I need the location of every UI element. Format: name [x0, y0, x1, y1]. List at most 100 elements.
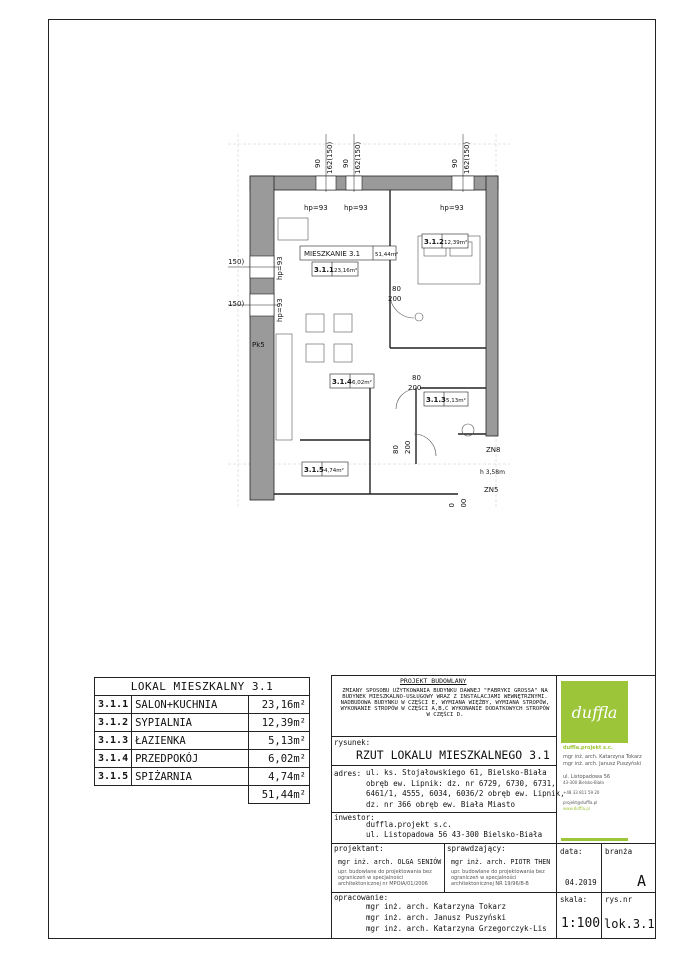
sheet-value: lok.3.1: [604, 917, 655, 931]
room-area: 5,13m²: [248, 731, 310, 750]
date-value: 04.2019: [565, 878, 597, 887]
door-dim-2-h: 200: [408, 384, 421, 392]
room-tag-3-1-2: 3.1.2 12,39m²: [421, 233, 469, 249]
project-head: PROJEKT BUDOWLANY: [400, 677, 467, 685]
zn8-label: ZN8: [486, 446, 501, 454]
drawing-label: rysunek:: [334, 738, 371, 747]
door-dim-1-h: 200: [388, 295, 401, 303]
brand-city: 43-300 Bielsko-Biała: [563, 780, 604, 785]
prepared-line: mgr inż. arch. Katarzyna Grzegorczyk-Lis: [366, 924, 547, 933]
room-area: 6,02m²: [248, 749, 310, 768]
room-area: 12,39m²: [248, 713, 310, 732]
room-name: ŁAZIENKA: [131, 731, 249, 750]
zn5-label: ZN5: [484, 486, 499, 494]
room-name: SPIŻARNIA: [131, 767, 249, 786]
address-lines: ul. ks. Stojałowskiego 61, Bielsko-Biała…: [366, 768, 565, 810]
sheet-cell: [601, 892, 656, 939]
door-dim-4-w: 90: [448, 503, 456, 508]
brand-accent-bar: [561, 838, 628, 841]
total-row: 51,44m²: [95, 785, 310, 804]
hp-label-4: hp=93: [276, 256, 284, 280]
address-line: obręb ew. Lipnik: dz. nr 6729, 6730, 673…: [366, 778, 556, 788]
door-dim-3-w: 80: [392, 445, 400, 454]
rooms-table-title: LOKAL MIESZKALNY 3.1: [94, 677, 310, 696]
room-number: 3.1.3: [93, 731, 133, 750]
total-area: 51,44m²: [248, 785, 310, 804]
room-tag-3-1-1: 3.1.1 23,16m²: [311, 261, 359, 277]
designer-name: mgr inż. arch. OLGA SENIÓW: [338, 858, 442, 866]
apartment-label: MIESZKANIE 3.1: [304, 250, 360, 258]
room-number: 3.1.5: [93, 767, 133, 786]
project-line: WYKONANIE STROPÓW W CZĘŚCI A,B,C WYKONAN…: [340, 706, 550, 712]
room-tag-area: 4,74m²: [324, 467, 344, 474]
address-line: 6461/1, 4555, 6034, 6036/2 obręb ew. Lip…: [366, 789, 565, 798]
door-dim-4-h: 200: [460, 499, 468, 508]
investor-lines: duffla.projekt s.c. ul. Listopadowa 56 4…: [366, 820, 542, 840]
project-line: W CZĘŚCI D.: [426, 712, 464, 718]
dim-top-2-a: 90: [342, 159, 350, 168]
checker-label: sprawdzający:: [447, 844, 506, 853]
investor-line: duffla.projekt s.c.: [366, 820, 452, 829]
dim-top-1-b: 162(150): [326, 142, 334, 174]
scale-label: skala:: [560, 895, 588, 904]
apartment-area: 51,44m²: [375, 251, 398, 258]
room-tag-area: 6,02m²: [352, 379, 372, 386]
logo-text: duffla: [571, 702, 618, 722]
room-number: 3.1.4: [93, 749, 133, 768]
brand-cell: [556, 675, 656, 844]
investor-line: ul. Listopadowa 56 43-300 Bielsko-Biała: [366, 830, 543, 839]
brand-web: www.duffla.pl: [563, 806, 591, 811]
room-area: 23,16m²: [248, 695, 310, 714]
room-tag-num: 3.1.1: [314, 266, 334, 274]
brand-partner-1: mgr inż. arch. Katarzyna Tokarz: [563, 754, 642, 760]
room-tag-area: 5,13m²: [446, 397, 466, 404]
branch-value: A: [637, 872, 647, 890]
branch-label: branża: [605, 847, 633, 856]
room-tag-3-1-4: 3.1.4 6,02m²: [329, 373, 375, 389]
designer-label: projektant:: [334, 844, 384, 853]
room-number: 3.1.2: [93, 713, 133, 732]
room-tag-area: 23,16m²: [334, 267, 357, 274]
brand-phone: +48 33 811 59 20: [563, 790, 600, 795]
room-name: SALON+KUCHNIA: [131, 695, 249, 714]
prepared-line: mgr inż. arch. Katarzyna Tokarz: [366, 902, 506, 911]
drawing-title: RZUT LOKALU MIESZKALNEGO 3.1: [356, 748, 550, 762]
room-tag-area: 12,39m²: [444, 239, 467, 246]
dim-top-3-b: 162(150): [463, 142, 471, 174]
room-tag-3-1-3: 3.1.3 5,13m²: [423, 391, 469, 407]
room-tag-num: 3.1.5: [304, 466, 324, 474]
checker-name: mgr inż. arch. PIOTR THEN: [451, 858, 551, 866]
room-tag-3-1-5: 3.1.5 4,74m²: [301, 461, 349, 477]
table-row: 3.1.3 ŁAZIENKA 5,13m²: [93, 731, 310, 750]
table-row: 3.1.4 PRZEDPOKÓJ 6,02m²: [93, 749, 310, 768]
hp-label-3: hp=93: [440, 204, 464, 212]
sheet-label: rys.nr: [605, 895, 633, 904]
room-tag-num: 3.1.2: [424, 238, 444, 246]
prepared-label: opracowanie:: [334, 893, 389, 902]
hp-label-2: hp=93: [344, 204, 368, 212]
scale-value: 1:100: [561, 916, 601, 931]
brand-email: projekt@duffla.pl: [563, 800, 598, 805]
project-line: NADBUDOWA BUDYNKU W CZĘŚCI E, WYMIANA WI…: [340, 700, 550, 706]
rooms-table: LOKAL MIESZKALNY 3.1 3.1.1 SALON+KUCHNIA…: [93, 677, 310, 804]
door-dim-2-w: 80: [412, 374, 421, 382]
room-tag-num: 3.1.4: [332, 378, 352, 386]
prepared-lines: mgr inż. arch. Katarzyna Tokarz mgr inż.…: [366, 901, 547, 934]
date-label: data:: [560, 847, 583, 856]
table-row: 3.1.5 SPIŻARNIA 4,74m²: [93, 767, 310, 786]
brand-company: duffla.projekt s.c.: [563, 745, 613, 751]
table-row: 3.1.1 SALON+KUCHNIA 23,16m²: [93, 695, 310, 714]
room-number: 3.1.1: [93, 695, 133, 714]
address-line: dz. nr 366 obręb ew. Biała Miasto: [366, 799, 516, 809]
checker-note: upr. budowlane do projektowania bez ogra…: [451, 869, 545, 887]
address-line: ul. ks. Stojałowskiego 61, Bielsko-Biała: [366, 768, 547, 777]
investor-label: inwestor:: [334, 813, 375, 822]
height-label: h 3,58m: [480, 469, 505, 476]
pk-label: Pk5: [252, 341, 265, 349]
project-line: BUDYNEK MIESZKALNO-USŁUGOWY WRAZ Z INSTA…: [342, 694, 548, 700]
door-dim-3-h: 200: [404, 441, 412, 454]
dim-left-2-b: 162(150): [228, 300, 244, 308]
project-description: ZMIANY SPOSOBU UŻYTKOWANIA BUDYNKU DAWNE…: [338, 688, 552, 718]
table-row: 3.1.2 SYPIALNIA 12,39m²: [93, 713, 310, 732]
door-dim-1-w: 80: [392, 285, 401, 293]
